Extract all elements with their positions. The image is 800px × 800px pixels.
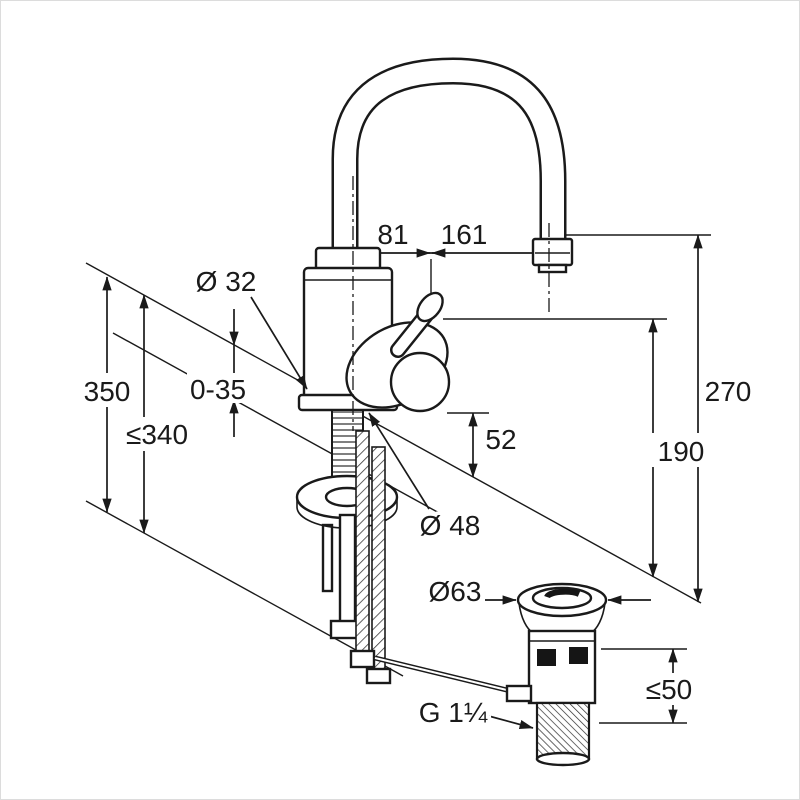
waste-thread-pipe xyxy=(535,701,591,761)
label-350: 350 xyxy=(84,376,131,407)
fixing-screw xyxy=(321,523,334,593)
hose-fitting-1 xyxy=(349,649,376,669)
label-190: 190 xyxy=(658,436,705,467)
waste-window-1 xyxy=(537,649,556,666)
aerator-outlet xyxy=(531,237,574,267)
label-dia63: Ø63 xyxy=(429,576,482,607)
halo-50 xyxy=(639,673,699,705)
supply-hose-1 xyxy=(355,430,370,654)
label-thread: G 1¼ xyxy=(419,697,488,728)
lever-pin xyxy=(416,291,444,323)
plug-slot xyxy=(544,588,581,599)
dimension-labels: 350 ≤340 0-35 Ø 32 81 161 270 190 52 Ø 4… xyxy=(80,216,755,732)
cartridge-cap xyxy=(389,351,451,413)
hose-fitting-2 xyxy=(365,667,392,685)
centerlines xyxy=(352,176,550,431)
lower-reference-line xyxy=(85,500,404,677)
label-035: 0-35 xyxy=(190,374,246,405)
leader-dia48 xyxy=(368,412,430,510)
halo-340 xyxy=(119,417,195,451)
deck-top-line xyxy=(85,262,702,604)
handle xyxy=(345,291,451,413)
supply-hoses xyxy=(349,430,392,685)
label-161: 161 xyxy=(441,219,488,250)
aerator-tip xyxy=(537,263,568,274)
rod-fill xyxy=(374,657,516,693)
leader-thread xyxy=(484,714,534,729)
mounting-stud xyxy=(338,513,357,625)
faucet xyxy=(295,57,574,695)
halo-190 xyxy=(651,433,711,467)
label-dia48: Ø 48 xyxy=(420,510,481,541)
halo-035 xyxy=(187,373,249,403)
spout xyxy=(331,57,574,274)
spout-neck xyxy=(314,246,382,272)
label-dia32: Ø 32 xyxy=(196,266,257,297)
leader-lines xyxy=(250,296,651,729)
label-340: ≤340 xyxy=(126,419,188,450)
waste-pipe-end xyxy=(535,751,591,767)
label-81: 81 xyxy=(377,219,408,250)
pop-up-rod xyxy=(374,655,516,695)
leader-dia32 xyxy=(250,296,308,390)
rod-connector xyxy=(505,684,533,703)
halo-350 xyxy=(83,373,131,407)
supply-hose-2 xyxy=(371,446,386,672)
label-52: 52 xyxy=(485,424,516,455)
label-270: 270 xyxy=(705,376,752,407)
drain-assembly xyxy=(505,582,608,767)
dimension-lines xyxy=(102,234,711,724)
waste-window-2 xyxy=(569,647,588,664)
spout-fill xyxy=(334,59,564,263)
label-50: ≤50 xyxy=(646,674,693,705)
